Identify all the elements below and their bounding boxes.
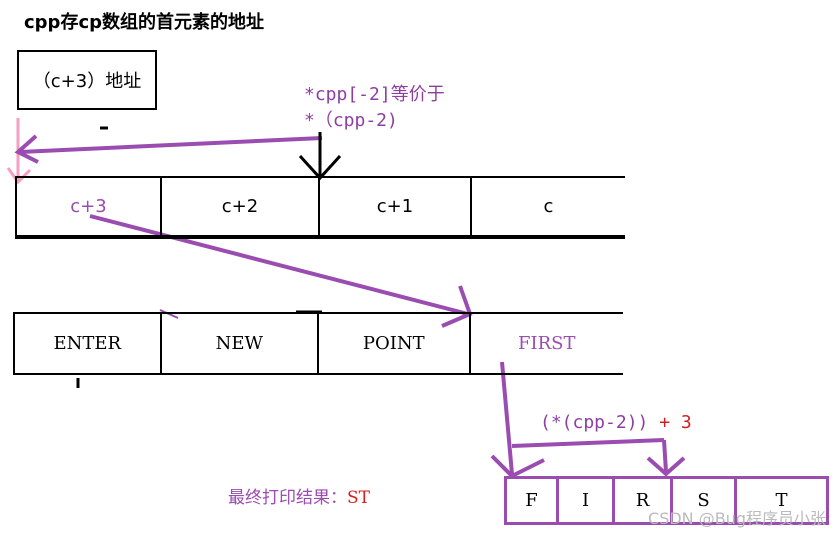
stray-marks [159, 235, 323, 319]
cp-array-row: c+3 c+2 c+1 c [15, 176, 625, 239]
char-cell-3: S [673, 479, 737, 522]
char-cell-2: R [615, 479, 673, 522]
annotation-line-1: *cpp[-2]等价于 [304, 84, 445, 105]
first-chars-row: F I R S T [504, 476, 829, 525]
page-title: cpp存cp数组的首元素的地址 [24, 12, 264, 33]
c-cell-1: NEW [162, 314, 319, 373]
black-arrow-down-icon [298, 132, 342, 181]
purple-arrow-to-cp-start-icon [14, 134, 323, 164]
result-value: ST [347, 488, 370, 508]
purple-arrow-to-f-icon [490, 361, 545, 479]
cp-cell-0: c+3 [17, 178, 162, 235]
char-cell-4: T [775, 490, 788, 511]
pink-arrow-icon [6, 118, 32, 185]
annotation-line-2: *（cpp-2) [304, 110, 398, 131]
c-cell-0: ENTER [15, 314, 162, 373]
cp-cell-1: c+2 [162, 178, 320, 235]
offset-bracket-icon [511, 438, 686, 477]
char-cell-1: I [559, 479, 615, 522]
offset-expression-plus: + 3 [648, 412, 692, 433]
c-array-row: ENTER NEW POINT FIRST [13, 312, 623, 375]
cp-cell-3: c [543, 196, 554, 217]
result-label: 最终打印结果： [228, 488, 347, 508]
c-cell-3: FIRST [518, 333, 576, 354]
offset-expression-base: (*(cpp-2)) [540, 412, 649, 433]
result-line: 最终打印结果：ST [228, 483, 370, 508]
address-box: （c+3）地址 [17, 50, 157, 110]
watermark: CSDN @Bug程序员小张 [648, 509, 826, 528]
cp-cell-2: c+1 [320, 178, 472, 235]
c-cell-2: POINT [319, 314, 471, 373]
offset-expression: (*(cpp-2)) + 3 [540, 412, 692, 433]
char-cell-0: F [507, 479, 559, 522]
